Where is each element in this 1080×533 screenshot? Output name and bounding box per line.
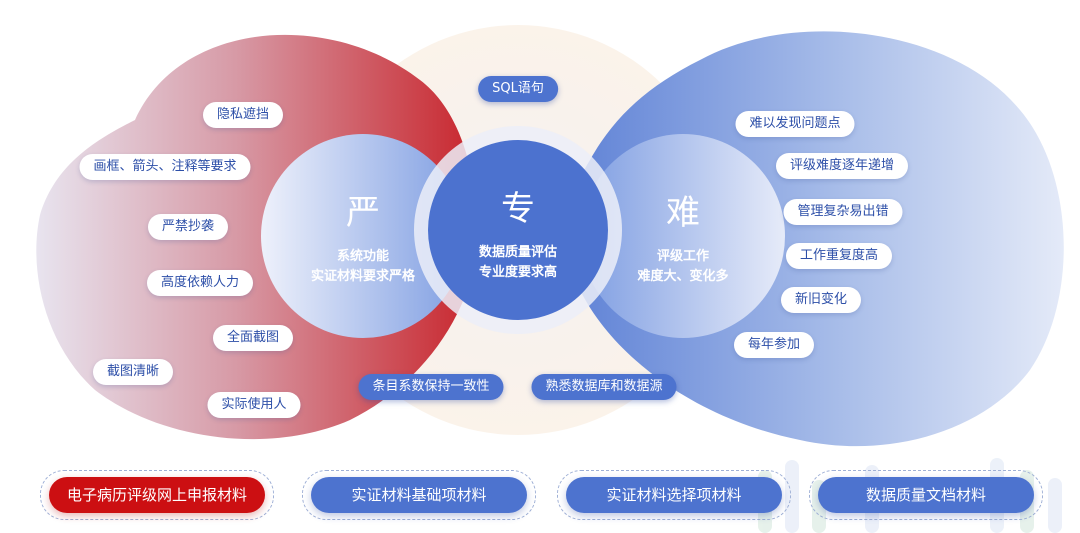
right-circle-label: 难 评级工作 难度大、变化多 bbox=[637, 193, 728, 287]
left-tag: 高度依赖人力 bbox=[146, 270, 254, 296]
button-ring bbox=[302, 470, 536, 520]
center-circle-line1: 数据质量评估 bbox=[478, 245, 558, 260]
button-ring bbox=[809, 470, 1043, 520]
left-tag: 严禁抄袭 bbox=[147, 214, 229, 240]
center-circle-line2: 专业度要求高 bbox=[478, 265, 558, 280]
right-tag: 新旧变化 bbox=[780, 287, 862, 313]
right-tag: 难以发现问题点 bbox=[735, 111, 855, 137]
center-circle-char: 专 bbox=[500, 189, 535, 229]
right-circle-line1: 评级工作 bbox=[656, 249, 710, 264]
button-ring bbox=[557, 470, 791, 520]
right-circle-line2: 难度大、变化多 bbox=[637, 269, 729, 284]
center-circle-label: 专 数据质量评估 专业度要求高 bbox=[479, 189, 557, 283]
left-tag: 隐私遮挡 bbox=[202, 102, 284, 128]
database-tag: 熟悉数据库和数据源 bbox=[531, 374, 677, 400]
button-ring bbox=[40, 470, 274, 520]
right-tag: 工作重复度高 bbox=[785, 243, 893, 269]
left-circle-label: 严 系统功能 实证材料要求严格 bbox=[311, 193, 415, 287]
right-tag: 管理复杂易出错 bbox=[783, 199, 903, 225]
declaration-material-button[interactable]: 电子病历评级网上申报材料 bbox=[49, 477, 265, 513]
left-tag: 实际使用人 bbox=[207, 392, 301, 418]
center-circle bbox=[428, 140, 608, 320]
inner-right-circle bbox=[581, 134, 785, 338]
optional-evidence-button[interactable]: 实证材料选择项材料 bbox=[566, 477, 782, 513]
left-tag: 全面截图 bbox=[212, 325, 294, 351]
sql-tag: SQL语句 bbox=[478, 76, 558, 102]
left-tag: 截图清晰 bbox=[92, 359, 174, 385]
left-circle-line2: 实证材料要求严格 bbox=[310, 269, 416, 284]
left-circle-char: 严 bbox=[345, 193, 380, 233]
right-tag: 每年参加 bbox=[733, 332, 815, 358]
consistency-tag: 条目系数保持一致性 bbox=[358, 374, 504, 400]
basic-evidence-button[interactable]: 实证材料基础项材料 bbox=[311, 477, 527, 513]
left-circle-line1: 系统功能 bbox=[336, 249, 390, 264]
inner-left-circle bbox=[261, 134, 465, 338]
right-tag: 评级难度逐年递增 bbox=[775, 153, 909, 179]
data-quality-doc-button[interactable]: 数据质量文档材料 bbox=[818, 477, 1034, 513]
left-tag: 画框、箭头、注释等要求 bbox=[79, 154, 251, 180]
right-circle-char: 难 bbox=[665, 193, 700, 233]
